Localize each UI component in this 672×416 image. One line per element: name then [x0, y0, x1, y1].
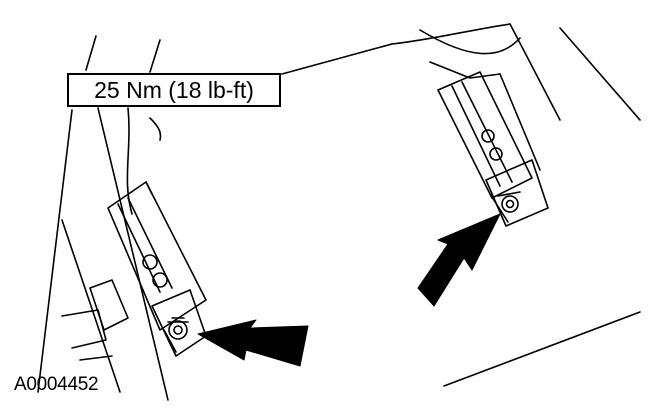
right-bolt: [497, 191, 521, 213]
left-seat-track: [61, 181, 207, 361]
floor-edge-line: [443, 311, 641, 387]
left-bolt: [167, 317, 189, 340]
left-pillar-trim: [37, 35, 393, 401]
right-seat-frame: [391, 23, 641, 171]
arrow-icon: [197, 319, 309, 367]
figure-id-label: A0004452: [14, 374, 99, 395]
torque-spec-callout: 25 Nm (18 lb-ft): [67, 73, 281, 107]
arrow-icon: [417, 213, 501, 307]
right-seat-track: [437, 71, 549, 227]
